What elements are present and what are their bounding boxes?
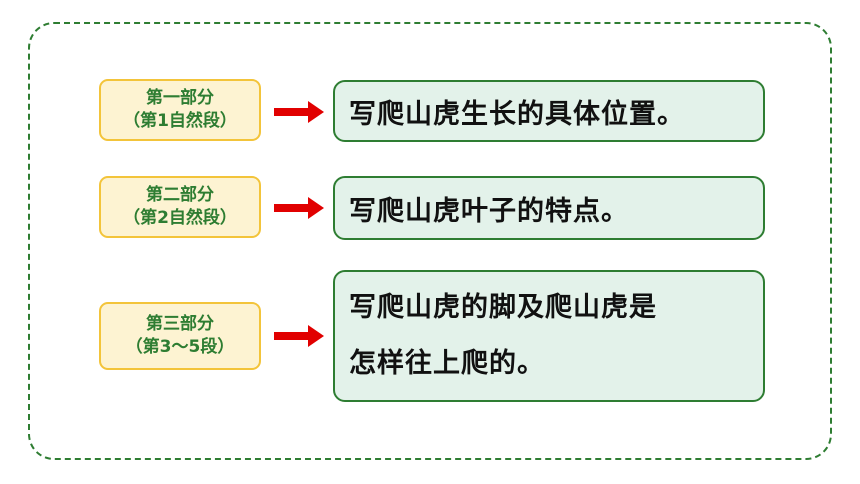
part-2-content-text: 写爬山虎叶子的特点。 [349,195,629,227]
part-3-content-line-1: 写爬山虎的脚及爬山虎是 [349,292,657,323]
part-1-range: （第1自然段） [123,111,237,131]
arrow-right-icon [274,197,324,219]
part-3-range: （第3～5段） [125,337,235,357]
part-3-content: 写爬山虎的脚及爬山虎是 怎样往上爬的。 [333,270,765,402]
part-2-label: 第二部分 （第2自然段） [99,176,261,238]
arrow-right-icon [274,325,324,347]
part-3-label: 第三部分 （第3～5段） [99,302,261,370]
part-1-content: 写爬山虎生长的具体位置。 [333,80,765,142]
part-1-label: 第一部分 （第1自然段） [99,79,261,141]
part-1-title: 第一部分 [146,88,214,108]
part-2-title: 第二部分 [146,185,214,205]
part-2-range: （第2自然段） [123,208,237,228]
part-3-content-line-2: 怎样往上爬的。 [349,348,545,379]
dashed-frame [28,22,832,460]
part-3-title: 第三部分 [146,314,214,334]
part-1-content-text: 写爬山虎生长的具体位置。 [349,98,685,130]
part-2-content: 写爬山虎叶子的特点。 [333,176,765,240]
arrow-right-icon [274,101,324,123]
